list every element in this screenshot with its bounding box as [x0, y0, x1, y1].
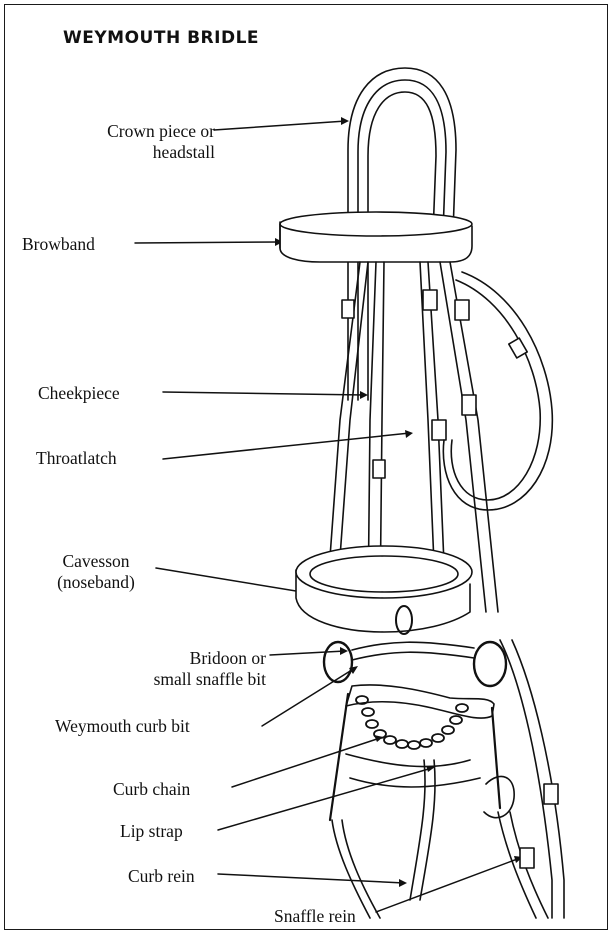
- arrowhead-crown: [341, 117, 349, 125]
- weymouth-curb-bit: [330, 685, 500, 820]
- leader-lip-strap: [218, 768, 432, 830]
- lip-strap: [350, 776, 514, 817]
- arrowhead-curb-rein: [399, 879, 407, 887]
- leader-cavesson: [156, 568, 302, 592]
- leader-bridoon: [270, 651, 345, 655]
- leader-cheekpiece: [163, 392, 365, 395]
- leader-browband: [135, 242, 280, 243]
- leader-weymouth-curb-bit: [262, 668, 355, 726]
- arrowhead-cheekpiece: [360, 391, 368, 399]
- curb-rein: [332, 760, 435, 918]
- browband: [280, 212, 472, 262]
- cavesson: [296, 546, 472, 632]
- leader-curb-rein: [218, 874, 404, 883]
- arrowhead-throatlatch: [405, 430, 413, 438]
- leader-crown-piece: [214, 121, 346, 130]
- leader-snaffle-rein: [376, 858, 520, 912]
- leader-throatlatch: [163, 433, 410, 459]
